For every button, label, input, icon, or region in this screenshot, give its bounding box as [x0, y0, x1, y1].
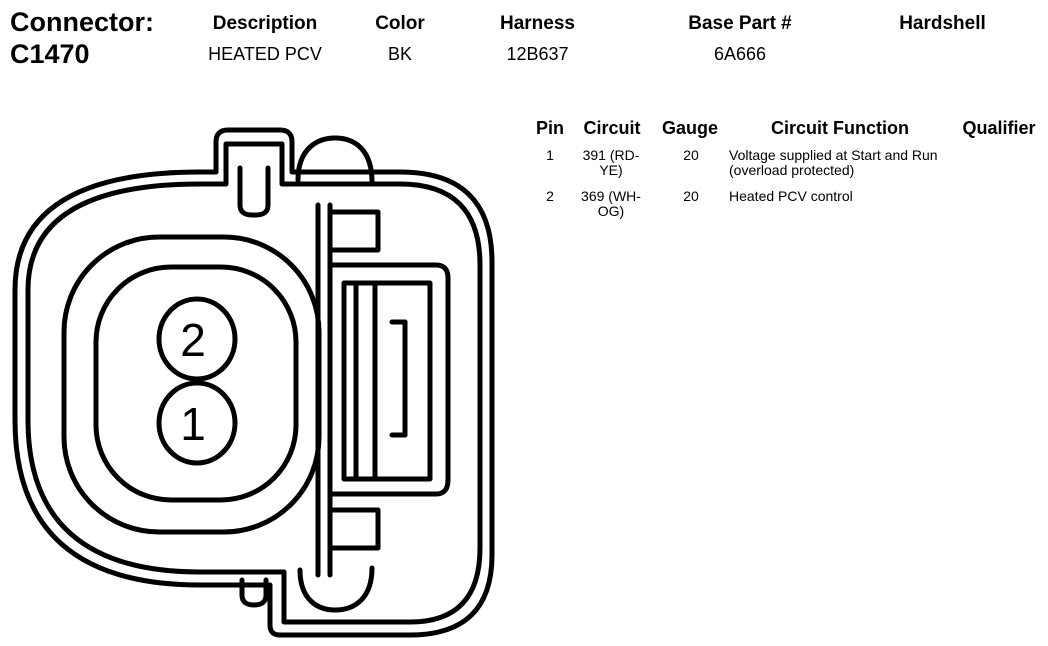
lock-bracket	[327, 262, 451, 497]
header-description: Description	[212, 13, 318, 34]
connector-lug-top	[295, 135, 375, 185]
pin-row-2-circuit: 369 (WH-OG)	[581, 188, 641, 219]
connector-id: C1470	[10, 39, 90, 69]
bottom-key-block	[327, 507, 381, 551]
top-latch-slot	[237, 165, 271, 218]
pin-table-header-qualifier: Qualifier	[962, 118, 1036, 138]
pin-row-1-circuit: 391 (RD-YE)	[582, 147, 640, 178]
header-harness: Harness	[500, 13, 575, 34]
header-base-part: Base Part #	[688, 13, 792, 34]
header-color: Color	[375, 13, 425, 34]
pin-1-cavity	[156, 380, 238, 466]
pin-table-header-pin: Pin	[535, 118, 564, 138]
lock-bar	[341, 280, 359, 482]
pin-2-cavity	[156, 296, 238, 382]
header-hardshell: Hardshell	[899, 13, 986, 34]
lock-latch	[353, 280, 433, 482]
pin-table-header-function: Circuit Function	[771, 118, 909, 138]
pin-1-label: 1	[180, 398, 206, 450]
value-description: HEATED PCV	[208, 44, 322, 64]
connector-inner-shell	[25, 141, 483, 625]
value-harness: 12B637	[506, 44, 569, 64]
pin-table-header-gauge: Gauge	[661, 118, 718, 138]
pin-row-2-function: Heated PCV control	[729, 188, 853, 204]
pin-row-1-function: Voltage supplied at Start and Run (overl…	[729, 147, 938, 178]
pin-row-2-pin: 2	[546, 188, 554, 204]
connector-outer-shell	[12, 127, 495, 638]
pin-table-header-circuit: Circuit	[583, 118, 641, 138]
bottom-latch-slot	[239, 577, 269, 608]
pin-2-label: 2	[180, 314, 206, 366]
pin-row-2-gauge: 20	[683, 188, 699, 204]
value-base-part: 6A666	[713, 44, 767, 64]
value-color: BK	[387, 44, 412, 64]
connector-lug-bottom	[297, 565, 375, 613]
pin-row-1-pin: 1	[546, 147, 554, 163]
connector-label: Connector:	[10, 7, 154, 37]
top-key-block	[327, 209, 381, 253]
cavity-housing-inner	[93, 264, 299, 503]
pin-row-1-gauge: 20	[683, 147, 699, 163]
